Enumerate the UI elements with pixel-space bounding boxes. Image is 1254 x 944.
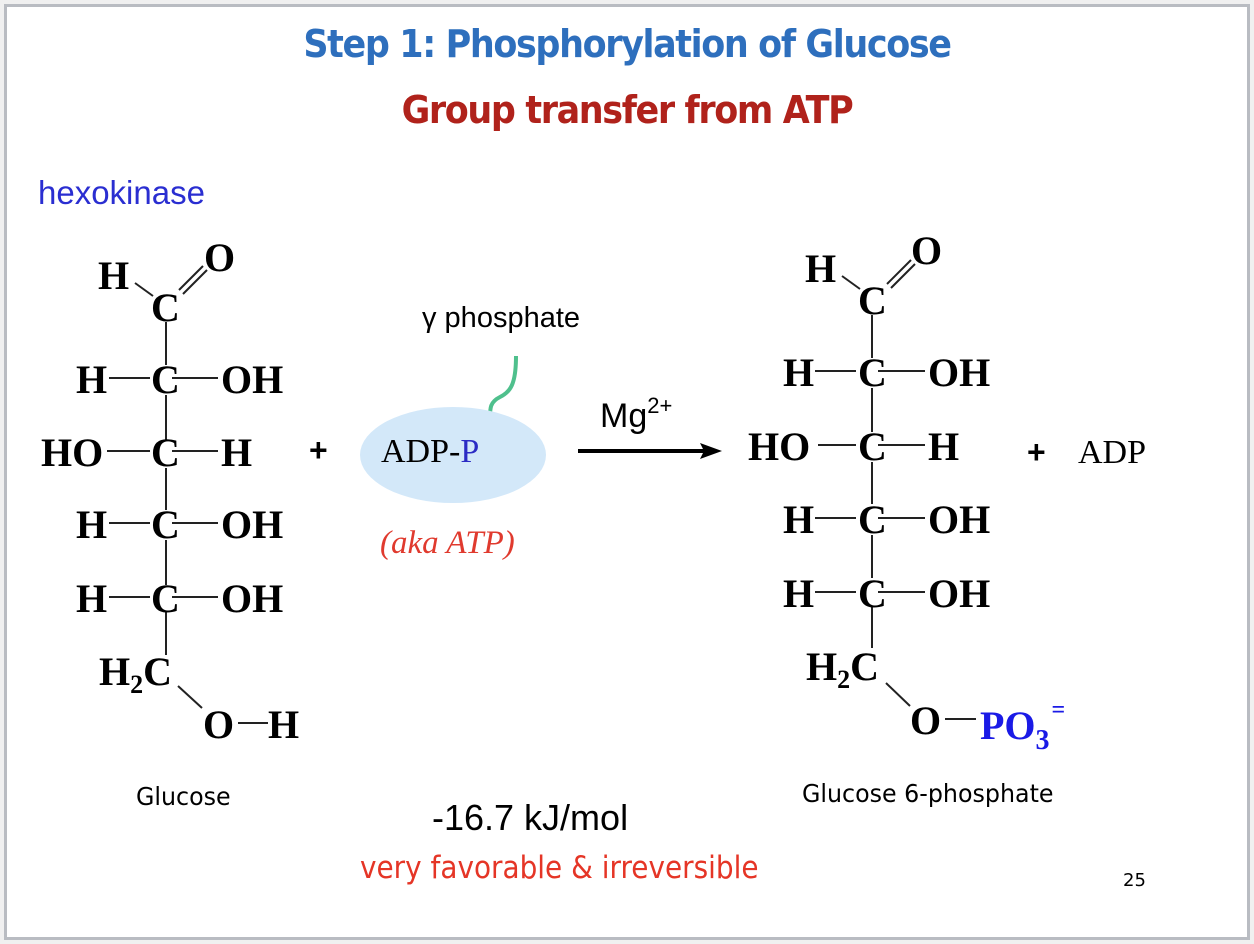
enzyme-label: hexokinase	[38, 174, 205, 211]
g6p-c3: C	[858, 424, 887, 469]
g6p-c2-left: H	[783, 350, 815, 395]
phosphate-group: PO3=	[980, 697, 1066, 756]
gamma-phosphate-label: γ phosphate	[422, 302, 581, 334]
glucose-c3-left: HO	[41, 430, 104, 475]
g6p-c4-left: H	[783, 497, 815, 542]
g6p-c5: C	[858, 571, 887, 616]
gamma-p: P	[460, 433, 480, 470]
g6p-c5-left: H	[783, 571, 815, 616]
glucose-c2-left: H	[76, 357, 108, 402]
g6p-c2-right: OH	[928, 350, 991, 395]
g6p-c3-right: H	[928, 424, 960, 469]
slide-title: Step 1: Phosphorylation of Glucose	[303, 22, 952, 66]
g6p-c4: C	[858, 497, 887, 542]
adp-product-label: ADP	[1078, 434, 1147, 471]
glucose-c1-h: H	[98, 253, 130, 298]
atp-ellipse	[360, 407, 546, 503]
glucose-c1: C	[151, 285, 180, 330]
delta-g-value: -16.7 kJ/mol	[432, 797, 629, 838]
g6p-label: Glucose 6-phosphate	[802, 779, 1054, 808]
g6p-c2: C	[858, 350, 887, 395]
g6p-c1-h: H	[805, 246, 837, 291]
g6p-c1-o: O	[911, 228, 943, 273]
glucose-label: Glucose	[136, 782, 231, 811]
glucose-c3-right: H	[221, 430, 253, 475]
gamma-phosphate-arrow	[488, 355, 518, 419]
glucose-o6-h: H	[268, 702, 300, 747]
glucose-c2: C	[151, 357, 180, 402]
favorability-note: very favorable & irreversible	[360, 850, 759, 886]
glucose-c1-o: O	[204, 235, 236, 280]
g6p-c3-left: HO	[748, 424, 811, 469]
g6p-o6: O	[910, 698, 942, 743]
glucose-c4: C	[151, 502, 180, 547]
glucose-c4-left: H	[76, 502, 108, 547]
glucose-o6: O	[203, 702, 235, 747]
g6p-c6: H2C	[806, 644, 880, 694]
adp-p-label: ADP-P	[381, 433, 480, 470]
glucose-c5-right: OH	[221, 576, 284, 621]
mg-cofactor-label: Mg2+	[600, 393, 673, 435]
plus-sign-product: +	[1027, 434, 1046, 470]
glucose-c4-right: OH	[221, 502, 284, 547]
g6p-c4-right: OH	[928, 497, 991, 542]
glucose-c2-right: OH	[221, 357, 284, 402]
glucose-c5: C	[151, 576, 180, 621]
plus-sign-reactant: +	[309, 432, 328, 468]
glucose-c3: C	[151, 430, 180, 475]
page-number: 25	[1123, 870, 1146, 891]
slide-subtitle: Group transfer from ATP	[401, 88, 854, 132]
aka-atp-label: (aka ATP)	[380, 525, 515, 561]
glucose-c6: H2C	[99, 649, 173, 699]
glucose-c5-left: H	[76, 576, 108, 621]
slide-frame	[4, 4, 1250, 940]
g6p-c1: C	[858, 278, 887, 323]
g6p-c5-right: OH	[928, 571, 991, 616]
